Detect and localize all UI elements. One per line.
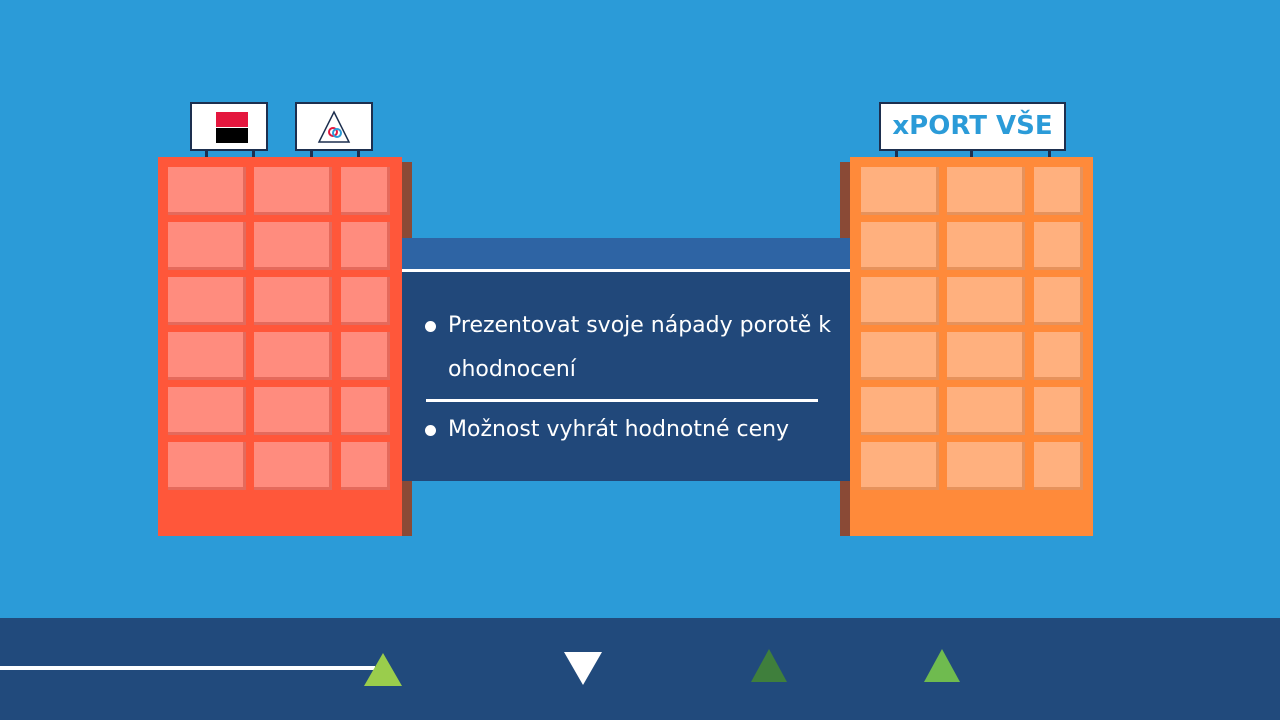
building-window — [861, 442, 939, 490]
building-window — [168, 387, 246, 435]
bank-logo-icon — [216, 112, 248, 143]
sign-post — [970, 150, 973, 157]
bridge-roof-line — [402, 269, 850, 272]
building-window — [168, 222, 246, 270]
sign-post — [357, 150, 360, 157]
timeline-marker-white-down-icon[interactable] — [564, 652, 602, 685]
building-window — [1034, 442, 1083, 490]
building-window — [1034, 167, 1083, 215]
building-window — [861, 222, 939, 270]
building-window — [254, 387, 332, 435]
timeline-marker-light-green-icon[interactable] — [364, 653, 402, 686]
sign-post — [252, 150, 255, 157]
left-building — [158, 157, 402, 536]
xport-logo-text: xPORT VŠE — [892, 111, 1053, 141]
bullet-divider — [426, 399, 818, 402]
bullet-item: Možnost vyhrát hodnotné ceny — [422, 408, 842, 452]
timeline-bar — [0, 618, 1280, 720]
building-window — [947, 277, 1025, 325]
building-window — [947, 387, 1025, 435]
sign-post — [205, 150, 208, 157]
building-window — [1034, 387, 1083, 435]
building-window — [341, 167, 390, 215]
bank-logo-sign — [190, 102, 268, 151]
building-window — [341, 332, 390, 380]
bullet-item: Prezentovat svoje nápady porotě k ohodno… — [422, 304, 842, 392]
building-window — [254, 277, 332, 325]
bridge-roof — [402, 238, 850, 270]
right-building — [850, 157, 1093, 536]
building-window — [168, 277, 246, 325]
timeline-marker-green-icon[interactable] — [924, 649, 960, 682]
building-window — [1034, 277, 1083, 325]
building-window — [168, 167, 246, 215]
building-window — [168, 442, 246, 490]
building-window — [341, 387, 390, 435]
building-window — [254, 332, 332, 380]
building-window — [947, 167, 1025, 215]
bridge-panel: Prezentovat svoje nápady porotě k ohodno… — [402, 272, 850, 481]
building-window — [254, 167, 332, 215]
sign-post — [895, 150, 898, 157]
building-window — [341, 442, 390, 490]
building-window — [168, 332, 246, 380]
timeline-marker-dark-green-icon[interactable] — [751, 649, 787, 682]
building-window — [341, 222, 390, 270]
triangle-emblem-logo-icon — [317, 110, 351, 143]
building-window — [861, 277, 939, 325]
building-window — [861, 167, 939, 215]
building-window — [947, 442, 1025, 490]
emblem-logo-sign — [295, 102, 373, 151]
building-window — [254, 222, 332, 270]
timeline-progress-line — [0, 666, 375, 670]
building-window — [947, 332, 1025, 380]
building-window — [254, 442, 332, 490]
building-window — [341, 277, 390, 325]
building-window — [861, 387, 939, 435]
sign-post — [1048, 150, 1051, 157]
building-window — [1034, 332, 1083, 380]
sign-post — [310, 150, 313, 157]
building-window — [947, 222, 1025, 270]
building-window — [1034, 222, 1083, 270]
xport-logo-sign: xPORT VŠE — [879, 102, 1066, 151]
building-window — [861, 332, 939, 380]
